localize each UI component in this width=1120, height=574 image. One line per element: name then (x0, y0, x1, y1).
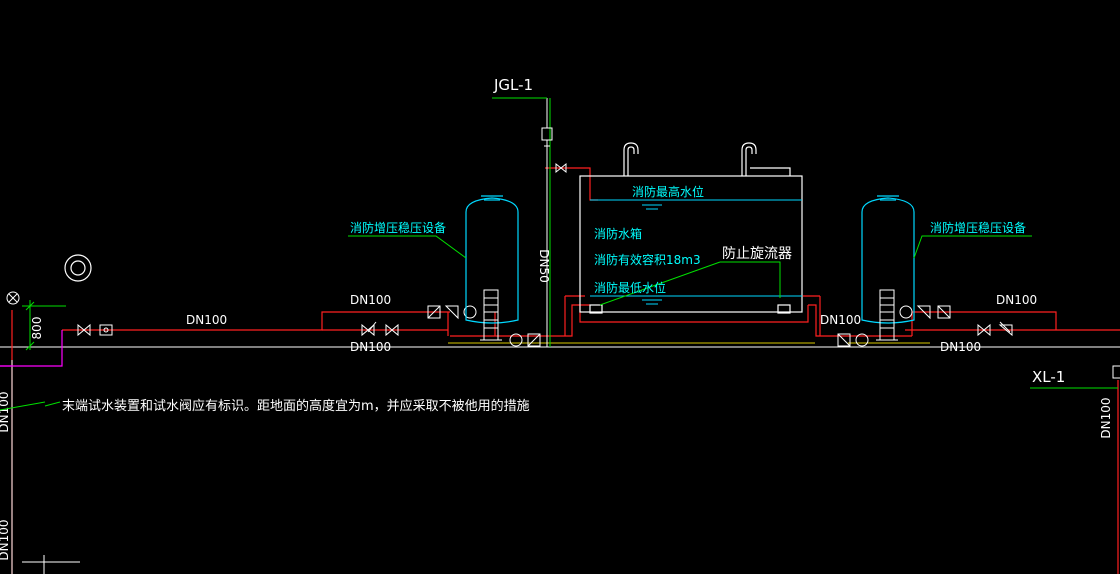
dimension-800: 800 (30, 317, 44, 340)
label-dn100-main: DN100 (186, 313, 227, 327)
label-tank-name: 消防水箱 (594, 226, 642, 241)
label-dn100-right-bottom: DN100 (940, 340, 981, 354)
label-dn100-right-mid: DN100 (820, 313, 861, 327)
riser-xl-1 (1030, 365, 1120, 389)
label-dn100-far-left-vertical: DN100 (0, 391, 11, 432)
riser-jgl-1 (492, 97, 567, 347)
label-note: 末端试水装置和试水阀应有标识。距地面的高度宜为m，并应采取不被他用的措施 (62, 398, 530, 414)
floor-lines (0, 342, 1120, 348)
label-pressure-device-left: 消防增压稳压设备 (350, 220, 446, 235)
label-dn100-left-bottom: DN100 (350, 340, 391, 354)
right-branch-valves (837, 305, 1013, 347)
label-dn100-far-left-vertical-2: DN100 (0, 519, 11, 560)
left-pump (480, 289, 502, 341)
left-branch-valves (361, 305, 541, 347)
label-dn100-right-top: DN100 (996, 293, 1037, 307)
label-pressure-device-right: 消防增压稳压设备 (930, 220, 1026, 235)
label-jgl-1: JGL-1 (493, 76, 533, 94)
label-anti-vortex: 防止旋流器 (722, 246, 792, 262)
label-riser-dn50: DN50 (537, 249, 551, 283)
right-pressure-vessel (861, 195, 915, 324)
label-dn100-left-top: DN100 (350, 293, 391, 307)
label-tank-capacity: 消防有效容积18m3 (594, 252, 701, 267)
label-tank-high-level: 消防最高水位 (632, 184, 704, 199)
bottom-grid-marks (22, 555, 80, 574)
fire-water-tank (579, 175, 803, 314)
tank-vent-pipes (623, 142, 791, 176)
right-pump (876, 289, 898, 341)
left-gate-valve (77, 323, 113, 337)
left-pressure-vessel (465, 195, 519, 324)
leader-lines (0, 235, 1032, 411)
far-left-riser (0, 254, 92, 574)
label-dn100-far-right-vertical: DN100 (1099, 397, 1113, 438)
label-tank-low-level: 消防最低水位 (594, 280, 666, 295)
label-xl-1: XL-1 (1032, 368, 1065, 386)
